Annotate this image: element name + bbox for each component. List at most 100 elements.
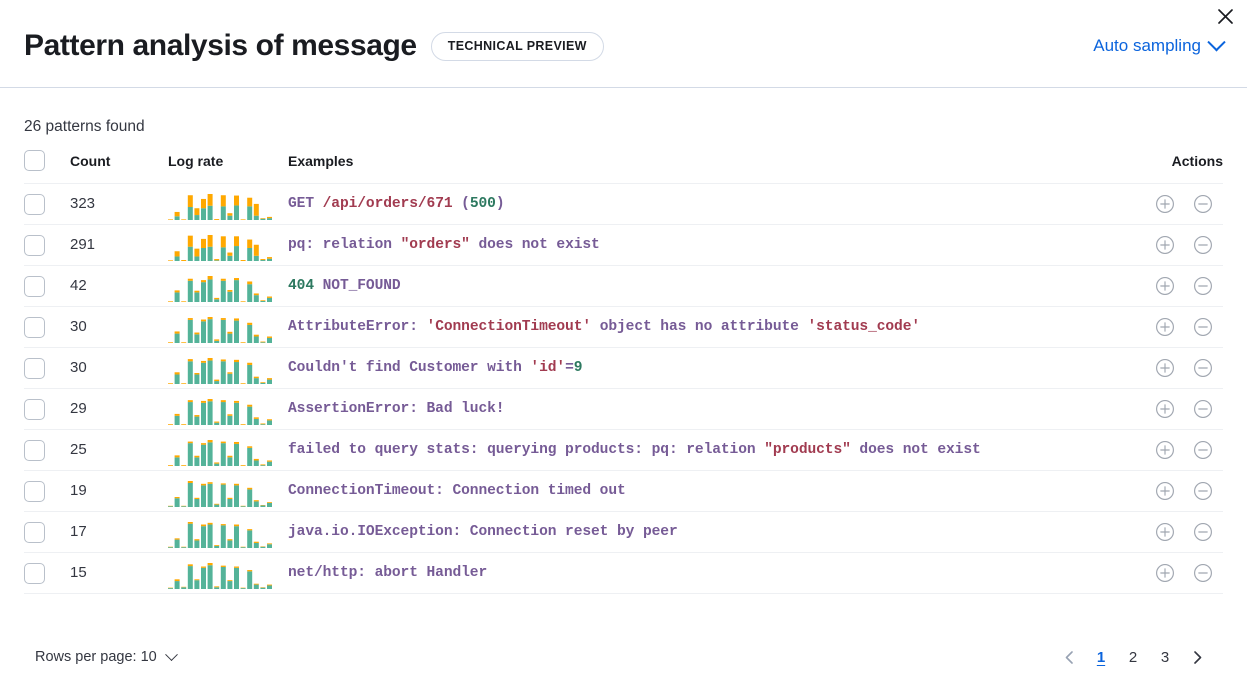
count-cell: 42 bbox=[70, 265, 168, 307]
pagination-prev-button[interactable] bbox=[1055, 643, 1083, 671]
row-checkbox[interactable] bbox=[24, 562, 45, 584]
plus-in-circle-icon[interactable] bbox=[1155, 235, 1175, 255]
row-actions bbox=[1105, 358, 1223, 378]
actions-cell bbox=[1105, 183, 1223, 225]
column-header-count[interactable]: Count bbox=[70, 150, 168, 184]
flyout-header: Pattern analysis of message TECHNICAL PR… bbox=[0, 0, 1247, 88]
minus-in-circle-icon[interactable] bbox=[1193, 481, 1213, 501]
chevron-down-icon bbox=[164, 647, 178, 661]
plus-in-circle-icon[interactable] bbox=[1155, 481, 1175, 501]
row-actions bbox=[1105, 194, 1223, 214]
plus-in-circle-icon[interactable] bbox=[1155, 399, 1175, 419]
row-checkbox[interactable] bbox=[24, 521, 45, 543]
row-actions bbox=[1105, 440, 1223, 460]
log-rate-cell bbox=[168, 552, 288, 594]
minus-in-circle-icon[interactable] bbox=[1193, 522, 1213, 542]
count-cell: 19 bbox=[70, 470, 168, 512]
row-checkbox[interactable] bbox=[24, 480, 45, 502]
pagination-page-2[interactable]: 2 bbox=[1128, 648, 1138, 666]
minus-in-circle-icon[interactable] bbox=[1193, 399, 1213, 419]
row-checkbox[interactable] bbox=[24, 439, 45, 461]
row-checkbox[interactable] bbox=[24, 234, 45, 256]
example-text: failed to query stats: querying products… bbox=[288, 442, 1105, 458]
example-token: 'ConnectionTimeout' bbox=[426, 319, 592, 335]
example-token: "products" bbox=[764, 442, 851, 458]
plus-in-circle-icon[interactable] bbox=[1155, 194, 1175, 214]
row-select-cell bbox=[24, 552, 70, 594]
table-row[interactable]: 30 Couldn't find Customer with 'id'=9 bbox=[24, 347, 1223, 389]
plus-in-circle-icon[interactable] bbox=[1155, 276, 1175, 296]
example-text: 404 NOT_FOUND bbox=[288, 278, 1105, 294]
select-all-checkbox[interactable] bbox=[24, 150, 45, 171]
row-actions bbox=[1105, 481, 1223, 501]
example-text: pq: relation "orders" does not exist bbox=[288, 237, 1105, 253]
plus-in-circle-icon[interactable] bbox=[1155, 522, 1175, 542]
actions-cell bbox=[1105, 552, 1223, 594]
count-cell: 29 bbox=[70, 388, 168, 430]
minus-in-circle-icon[interactable] bbox=[1193, 276, 1213, 296]
rows-per-page-selector[interactable]: Rows per page: 10 bbox=[24, 647, 178, 665]
log-rate-sparkline bbox=[168, 189, 288, 220]
minus-in-circle-icon[interactable] bbox=[1193, 235, 1213, 255]
rows-per-page-label: Rows per page: 10 bbox=[35, 649, 157, 665]
example-text: net/http: abort Handler bbox=[288, 565, 1105, 581]
sampling-selector[interactable]: Auto sampling bbox=[1093, 32, 1226, 56]
row-select-cell bbox=[24, 429, 70, 471]
close-icon[interactable] bbox=[1211, 2, 1239, 30]
minus-in-circle-icon[interactable] bbox=[1193, 358, 1213, 378]
count-value: 291 bbox=[70, 236, 96, 253]
table-row[interactable]: 291 pq: relation "orders" does not exist bbox=[24, 224, 1223, 266]
row-checkbox[interactable] bbox=[24, 316, 45, 338]
column-header-examples[interactable]: Examples bbox=[288, 150, 1105, 184]
row-actions bbox=[1105, 317, 1223, 337]
example-cell: Couldn't find Customer with 'id'=9 bbox=[288, 347, 1105, 389]
count-value: 30 bbox=[70, 359, 87, 376]
plus-in-circle-icon[interactable] bbox=[1155, 440, 1175, 460]
log-rate-cell bbox=[168, 183, 288, 225]
row-checkbox[interactable] bbox=[24, 398, 45, 420]
example-token: does not exist bbox=[850, 442, 981, 458]
actions-cell bbox=[1105, 388, 1223, 430]
patterns-found-count: 26 patterns found bbox=[24, 118, 145, 135]
row-actions bbox=[1105, 522, 1223, 542]
table-header: Count Log rate Examples Actions bbox=[24, 150, 1223, 184]
flyout-body: 26 patterns found Count Log rate Example… bbox=[0, 88, 1247, 594]
table-row[interactable]: 15 net/http: abort Handler bbox=[24, 552, 1223, 594]
row-select-cell bbox=[24, 347, 70, 389]
count-cell: 323 bbox=[70, 183, 168, 225]
minus-in-circle-icon[interactable] bbox=[1193, 317, 1213, 337]
row-checkbox[interactable] bbox=[24, 193, 45, 215]
log-rate-sparkline bbox=[168, 271, 288, 302]
plus-in-circle-icon[interactable] bbox=[1155, 317, 1175, 337]
column-header-log-rate[interactable]: Log rate bbox=[168, 150, 288, 184]
example-token: object has no attribute bbox=[591, 319, 808, 335]
log-rate-sparkline bbox=[168, 312, 288, 343]
pagination-page-3[interactable]: 3 bbox=[1160, 648, 1170, 666]
example-token: GET bbox=[288, 196, 323, 212]
minus-in-circle-icon[interactable] bbox=[1193, 194, 1213, 214]
example-token: "orders" bbox=[400, 237, 470, 253]
row-checkbox[interactable] bbox=[24, 357, 45, 379]
minus-in-circle-icon[interactable] bbox=[1193, 440, 1213, 460]
table-footer: Rows per page: 10 1 2 3 bbox=[0, 630, 1247, 684]
plus-in-circle-icon[interactable] bbox=[1155, 358, 1175, 378]
count-cell: 15 bbox=[70, 552, 168, 594]
example-token: net/http: abort Handler bbox=[288, 565, 488, 581]
minus-in-circle-icon[interactable] bbox=[1193, 563, 1213, 583]
log-rate-cell bbox=[168, 265, 288, 307]
plus-in-circle-icon[interactable] bbox=[1155, 563, 1175, 583]
row-checkbox[interactable] bbox=[24, 275, 45, 297]
log-rate-cell bbox=[168, 224, 288, 266]
pagination-page-1[interactable]: 1 bbox=[1096, 648, 1106, 666]
pagination-next-button[interactable] bbox=[1183, 643, 1211, 671]
log-rate-sparkline bbox=[168, 435, 288, 466]
count-value: 30 bbox=[70, 318, 87, 335]
table-row[interactable]: 42 404 NOT_FOUND bbox=[24, 265, 1223, 307]
